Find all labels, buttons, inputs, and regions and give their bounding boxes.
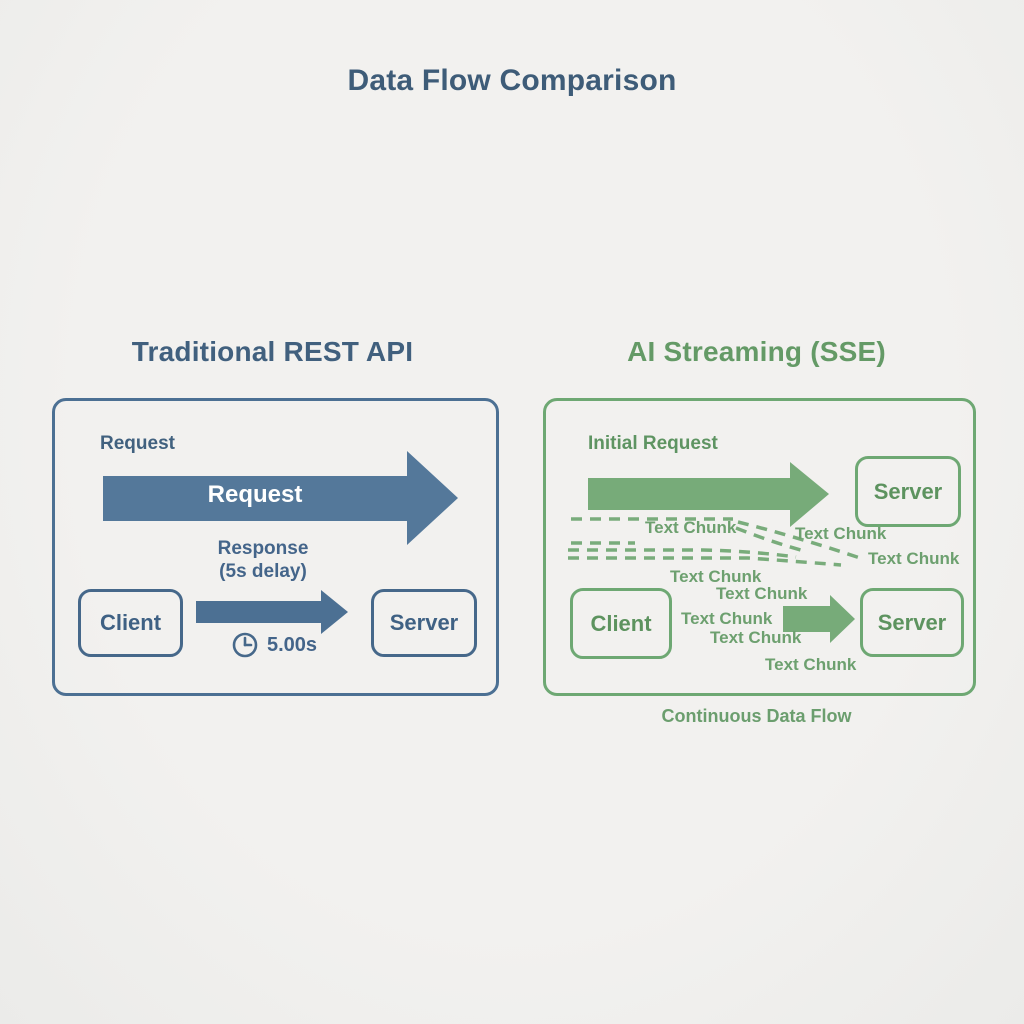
text-chunk-label: Text Chunk: [681, 609, 773, 628]
response-arrow: [196, 590, 348, 634]
initial-request-label: Initial Request: [588, 433, 718, 454]
timer-value: 5.00s: [267, 633, 318, 656]
continuous-data-flow-caption: Continuous Data Flow: [661, 706, 852, 726]
sse-server-top-label: Server: [873, 478, 943, 504]
text-chunk-label: Text Chunk: [645, 518, 737, 537]
rest-panel: Request Request Response (5s delay) 5.00…: [52, 398, 499, 696]
rest-server-node: Server: [371, 589, 477, 657]
request-label: Request: [100, 433, 175, 454]
request-arrow-label: Request: [207, 481, 303, 508]
rest-client-label: Client: [99, 610, 162, 635]
rest-client-node: Client: [78, 589, 183, 657]
response-label-line2: (5s delay): [219, 561, 307, 582]
clock-icon: [232, 632, 258, 658]
sse-panel-heading: AI Streaming (SSE): [627, 336, 886, 367]
sse-server-top-node: Server: [855, 456, 961, 527]
text-chunk-label: Text Chunk: [716, 584, 808, 603]
response-label: Response (5s delay): [183, 537, 343, 583]
text-chunk-label: Text Chunk: [765, 655, 857, 674]
rest-panel-heading: Traditional REST API: [131, 336, 414, 367]
chunk-stream-line: [735, 526, 809, 554]
chunk-stream-line: [568, 556, 842, 567]
text-chunk-label: Text Chunk: [670, 567, 762, 586]
sse-server-bottom-node: Server: [860, 588, 964, 657]
sse-client-label: Client: [590, 610, 652, 636]
request-arrow: [103, 451, 458, 545]
sse-arrows-layer: [568, 462, 864, 643]
rest-server-label: Server: [389, 610, 459, 635]
text-chunk-label: Text Chunk: [795, 524, 887, 543]
response-label-line1: Response: [217, 538, 309, 559]
text-chunk-label: Text Chunk: [868, 549, 960, 568]
page-title: Data Flow Comparison: [347, 64, 677, 97]
sse-panel: Initial Request Text Chunk Text Chunk Te…: [543, 398, 976, 696]
sse-client-node: Client: [570, 588, 672, 659]
text-chunk-label: Text Chunk: [710, 628, 802, 647]
sse-server-bottom-label: Server: [877, 609, 947, 635]
stream-arrow: [783, 595, 855, 643]
rest-arrows-layer: [103, 451, 458, 634]
chunk-stream-line: [737, 520, 864, 561]
chunk-stream-line: [568, 548, 797, 559]
initial-request-arrow: [588, 462, 829, 527]
timer: 5.00s: [231, 631, 317, 659]
